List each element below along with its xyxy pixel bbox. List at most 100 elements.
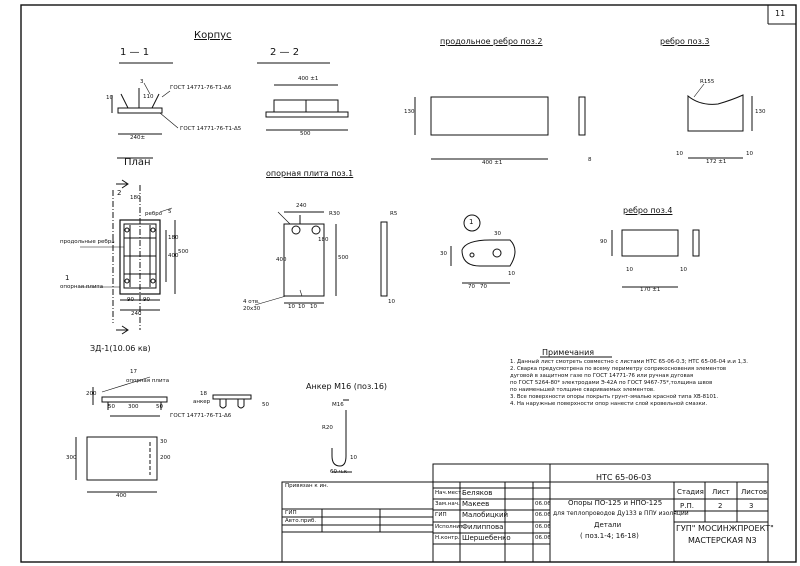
dim: 50 — [156, 404, 163, 410]
label-prodolnoe: продольные ребра — [60, 239, 115, 245]
dim: 10 — [298, 304, 305, 310]
note-line: 2. Сварка предусмотрена по всему перимет… — [510, 366, 727, 372]
dim: 110 — [143, 94, 154, 100]
heading-rebro-4: ребро поз.4 — [623, 206, 673, 215]
note-line: по наименьшей толщине свариваемых элемен… — [510, 387, 655, 393]
dim: 90 — [127, 297, 134, 303]
stage-header: Стадия — [677, 488, 704, 496]
label-three: 3 — [140, 79, 144, 85]
dim: 70 — [480, 284, 487, 290]
dim: 8 — [588, 157, 592, 163]
heading-prodolnoe-rebro: продольное ребро поз.2 — [440, 37, 543, 46]
dim: 50 — [262, 402, 269, 408]
dim: 130 — [404, 109, 415, 115]
heading-zd1: ЗД-1(10.06 кв) — [90, 344, 151, 353]
label-avt: Авто.приб. — [285, 518, 317, 524]
dim: 130 — [755, 109, 766, 115]
tb-role: ГИП — [435, 512, 447, 518]
tb-name: Малобицкий — [462, 511, 509, 519]
heading-plan: План — [124, 157, 151, 168]
dim: 400 ±1 — [298, 76, 319, 82]
dim: 10 — [508, 271, 515, 277]
sheets-header: Листов — [741, 488, 768, 496]
label-m16: M16 — [332, 402, 344, 408]
tb-date: 06.06 — [535, 501, 551, 507]
heading-section-2-2: 2 — 2 — [270, 47, 300, 58]
label-r20: R20 — [322, 425, 333, 431]
label-rebro: ребро — [145, 211, 163, 217]
heading-korpus: Корпус — [194, 30, 232, 41]
dim: 180 — [318, 237, 329, 243]
dim: 10 — [350, 455, 357, 461]
tb-name: Шершебенко — [462, 534, 511, 542]
tb-name: Макеев — [462, 500, 490, 508]
label-ankr: анкер — [193, 399, 211, 405]
note-line: 4. На наружные поверхности опор нанести … — [510, 401, 708, 407]
dim: 180 — [130, 195, 141, 201]
dim: 10 — [288, 304, 295, 310]
tb-name: Беляков — [462, 489, 493, 497]
dim: 180 — [168, 235, 179, 241]
label-holes: 4 отв. — [243, 299, 260, 305]
label-gost1: ГОСТ 14771-76-Т1-Δ6 — [170, 85, 232, 91]
label-gost2: ГОСТ 14771-76-Т1-Δ5 — [180, 126, 242, 132]
dim: 240 — [131, 311, 142, 317]
dim: 400 — [276, 257, 287, 263]
note-line: 3. Все поверхности опоры покрыть грунт-э… — [510, 394, 719, 400]
dim: 300 — [66, 455, 77, 461]
sheet-value: 2 — [718, 502, 723, 510]
label-length: 60 ч.к — [330, 469, 348, 475]
note-line: дуговой в защитном газе по ГОСТ 14771-76… — [510, 373, 694, 379]
heading-section-1-1: 1 — 1 — [120, 47, 150, 58]
org-name: ГУП" МОСИНЖПРОЕКТ" — [676, 524, 774, 533]
dim: 200 — [160, 455, 171, 461]
sheets-value: 3 — [749, 502, 754, 510]
label-hole-size: 20х30 — [243, 306, 261, 312]
tb-date: 06.06 — [535, 512, 551, 518]
note-line: 1. Данный лист смотреть совместно с лист… — [510, 359, 748, 365]
tb-date: 06.06 — [535, 524, 551, 530]
dim: 50 — [108, 404, 115, 410]
label-two: 2 — [117, 189, 122, 197]
dim: 18 — [200, 391, 207, 397]
dim: 90 — [143, 297, 150, 303]
dim: 240± — [130, 135, 146, 141]
dim: 10 — [676, 151, 683, 157]
heading-anker: Анкер М16 (поз.16) — [306, 382, 388, 391]
label-opornaya-plita-2: опорная плита — [126, 378, 170, 384]
label-r5: R5 — [390, 211, 398, 217]
note-line: по ГОСТ 5264-80* электродами Э-42А по ГО… — [510, 380, 713, 386]
dim: 10 — [626, 267, 633, 273]
dim: 400 — [116, 493, 127, 499]
dim: 10 — [746, 151, 753, 157]
dim: 5 — [168, 209, 172, 215]
dim: 30 — [160, 439, 167, 445]
dim: 10 — [310, 304, 317, 310]
label-privyazan: Привязан к ин. — [285, 483, 329, 489]
label-gip: ГИП — [285, 510, 297, 516]
tb-role: Нач.мест. — [435, 490, 464, 496]
heading-opornaya-plita: опорная плита поз.1 — [266, 169, 354, 178]
dim: 17 — [130, 369, 137, 375]
dim: 30 — [494, 231, 501, 237]
title-code: НТС 65-06-03 — [596, 473, 652, 482]
dim: 500 — [300, 131, 311, 137]
tb-role: Исполнит. — [435, 524, 465, 530]
dim: 400 ±1 — [482, 160, 503, 166]
dim: 30 — [440, 251, 447, 257]
dim: 10 — [680, 267, 687, 273]
title-name-4: ( поз.1-4; 16-18) — [580, 532, 639, 540]
sheet-number: 11 — [775, 9, 786, 18]
tb-role: Н.контр. — [435, 535, 460, 541]
title-name-2: для теплопроводов Ду133 в ППУ изоляции — [553, 510, 689, 517]
heading-rebro-3: ребро поз.3 — [660, 37, 710, 46]
label-r30: R30 — [329, 211, 340, 217]
label-one: 1 — [65, 274, 70, 282]
title-name-1: Опоры ПО-125 и НПО-125 — [568, 499, 663, 507]
dim: 500 — [338, 255, 349, 261]
notes-title: Примечания — [542, 348, 595, 357]
dim: 300 — [128, 404, 139, 410]
dim: 70 — [468, 284, 475, 290]
